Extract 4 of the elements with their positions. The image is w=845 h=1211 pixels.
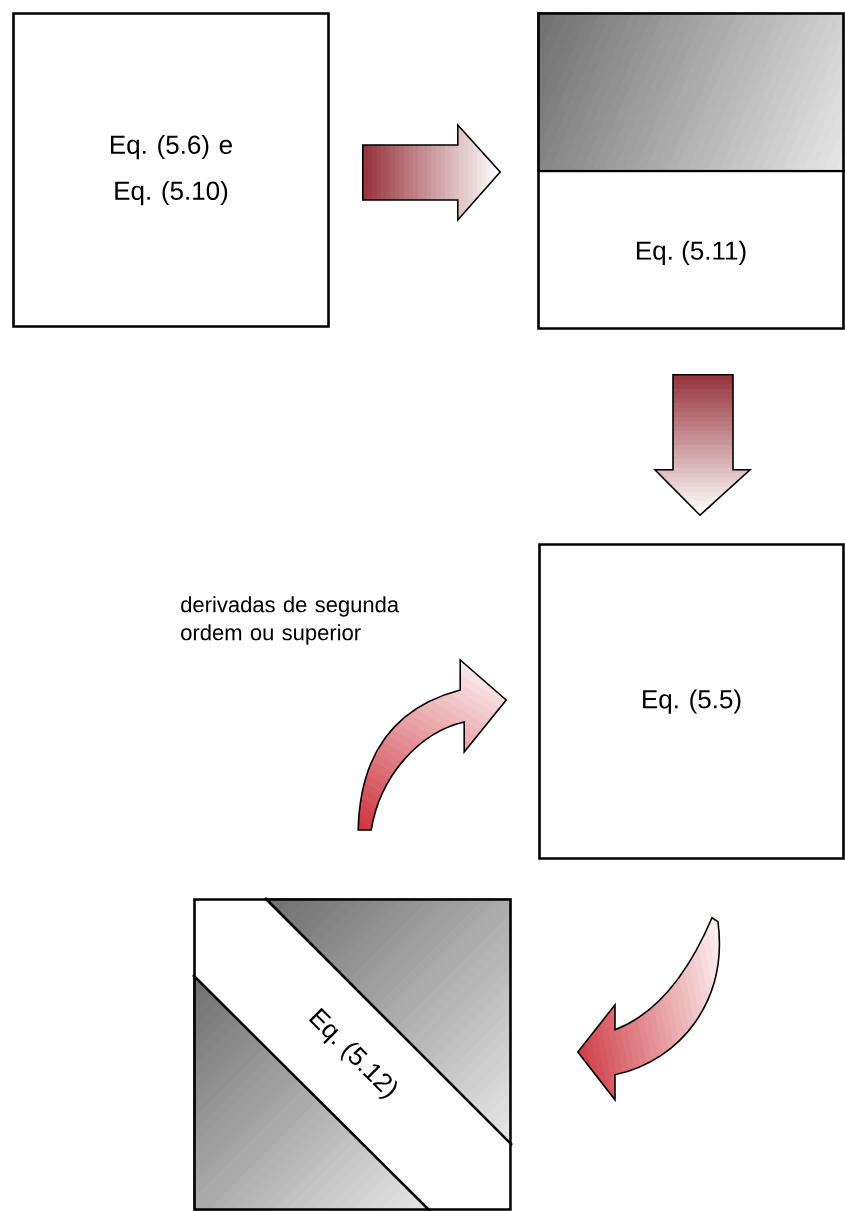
edge-label: derivadas de segunda ordem ou superior <box>181 596 400 645</box>
equation-box: Eq. (5.5) <box>538 543 845 860</box>
split-box: Eq. (5.11) <box>537 12 845 330</box>
equation-box: Eq. (5.6) e Eq. (5.10) <box>12 12 330 328</box>
